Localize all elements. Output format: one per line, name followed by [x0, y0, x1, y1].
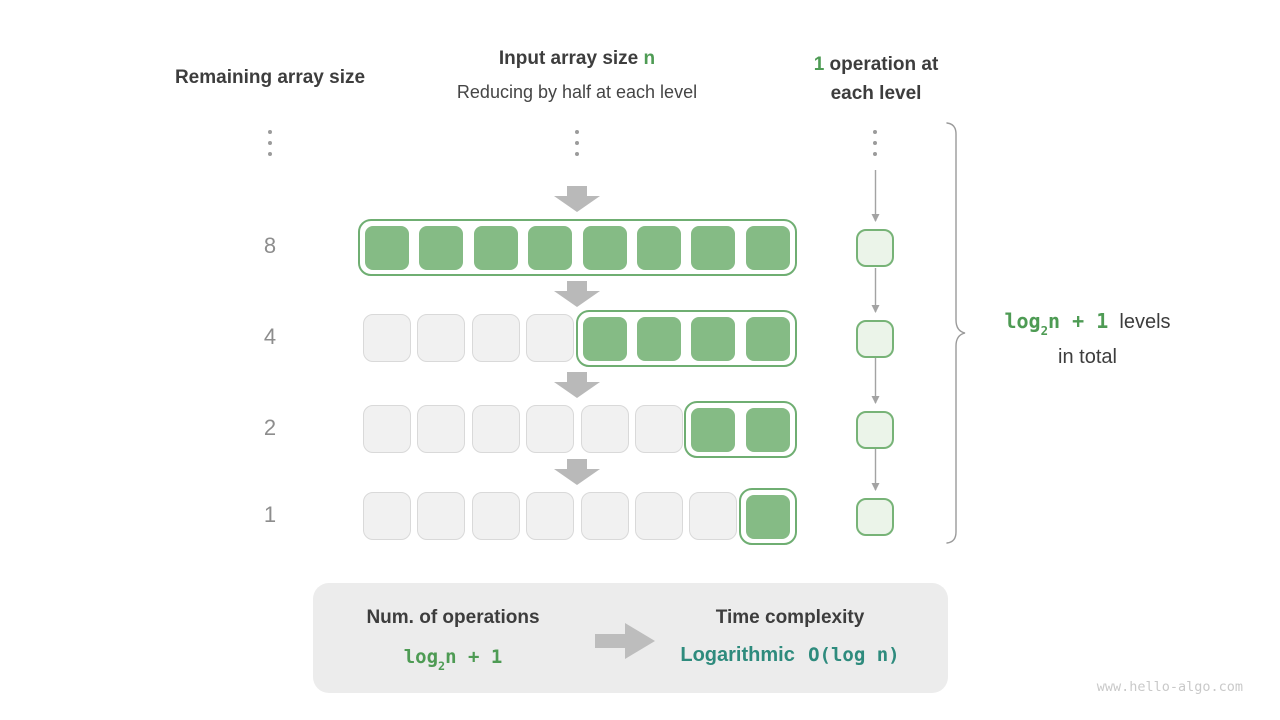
array-cell-active: [419, 225, 464, 270]
row-size-label: 1: [263, 502, 277, 527]
array-cell-empty: [635, 492, 683, 540]
levels-formula: log2n + 1: [1004, 309, 1109, 339]
array-cell-empty: [689, 492, 738, 540]
down-arrow-icon: [554, 186, 600, 212]
operation-cell: [856, 410, 894, 449]
logarithmic-word: Logarithmic: [680, 644, 795, 666]
array-cell-active: [745, 225, 790, 270]
down-arrow-icon: [554, 459, 600, 485]
row-size-label: 2: [263, 415, 277, 440]
array-cell-active: [691, 407, 736, 452]
big-o-notation: O(log n): [808, 644, 900, 666]
array-cell-empty: [471, 492, 520, 540]
operation-cell: [856, 228, 894, 267]
header-one-operation: 1 operation at each level: [776, 50, 976, 108]
row-size-label: 4: [263, 324, 277, 349]
header-n-highlight: n: [643, 48, 656, 69]
num-operations-title: Num. of operations: [366, 607, 540, 628]
implies-arrow-icon: [595, 623, 655, 659]
array-cell-empty: [635, 405, 683, 453]
operation-cell: [856, 319, 894, 358]
watermark: www.hello-algo.com: [1096, 679, 1243, 695]
array-cell-active: [528, 225, 573, 270]
ellipsis-center-column: [575, 130, 579, 156]
row-size-label: 8: [263, 233, 277, 258]
array-cell-empty: [363, 492, 411, 540]
header-input-array-size: Input array size n Reducing by half at e…: [427, 47, 727, 104]
levels-total-label: log2n + 1 levels in total: [985, 307, 1190, 371]
time-complexity-value: Logarithmic O(log n): [650, 644, 930, 667]
down-arrow-icon: [554, 281, 600, 307]
levels-label-line2: in total: [1058, 346, 1117, 368]
array-cell-empty: [417, 314, 466, 362]
array-cell-empty: [417, 492, 466, 540]
array-cell-active: [582, 316, 627, 361]
levels-brace: [946, 122, 966, 544]
ellipsis-ops-column: [873, 130, 877, 156]
summary-box: Num. of operations log2n + 1 Time comple…: [313, 583, 948, 693]
array-cell-active: [637, 225, 681, 270]
time-complexity-title: Time complexity: [715, 607, 865, 628]
array-cell-empty: [526, 492, 575, 540]
down-arrow-icon: [554, 372, 600, 398]
array-cell-active: [745, 494, 790, 539]
array-cell-empty: [417, 405, 466, 453]
array-cell-active: [691, 225, 736, 270]
levels-label-line1: log2n + 1 levels: [985, 307, 1190, 343]
array-cell-active: [473, 225, 518, 270]
array-cell-active: [745, 407, 790, 452]
array-cell-active: [365, 225, 409, 270]
header-op-line1: 1 operation at: [776, 50, 976, 79]
header-op-line1-rest: operation at: [824, 54, 939, 75]
array-cell-empty: [526, 314, 575, 362]
header-reducing-line: Reducing by half at each level: [456, 82, 698, 102]
num-operations-formula: log2n + 1: [403, 646, 503, 673]
array-cell-empty: [526, 405, 575, 453]
array-cell-empty: [363, 314, 411, 362]
array-cell-active: [582, 225, 627, 270]
array-cell-active: [637, 316, 681, 361]
array-cell-active: [745, 316, 790, 361]
array-cell-empty: [471, 314, 520, 362]
header-input-prefix: Input array size: [498, 48, 644, 69]
levels-word: levels: [1119, 311, 1171, 333]
header-op-line2: each level: [830, 83, 922, 104]
header-input-line1: Input array size n: [427, 47, 727, 71]
array-cell-empty: [471, 405, 520, 453]
header-one-highlight: 1: [813, 54, 825, 75]
array-cell-empty: [363, 405, 411, 453]
ellipsis-left-column: [268, 130, 272, 156]
array-cell-empty: [580, 492, 629, 540]
array-cell-active: [691, 316, 736, 361]
operation-cell: [856, 497, 894, 536]
array-cell-empty: [580, 405, 629, 453]
header-remaining-array-size: Remaining array size: [174, 67, 366, 88]
